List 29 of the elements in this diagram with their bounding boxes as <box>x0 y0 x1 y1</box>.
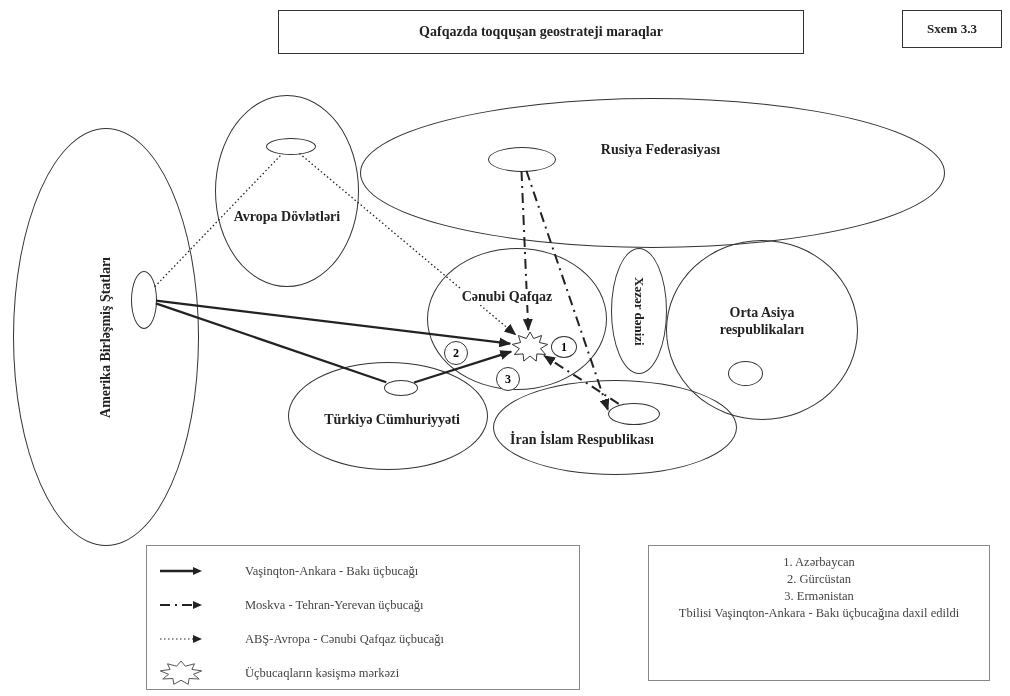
connector-line <box>155 302 387 384</box>
legend-text: Moskva - Tehran-Yerevan üçbucağı <box>245 597 424 613</box>
scheme-number-box: Sxem 3.3 <box>902 10 1002 48</box>
number-circle: 1 <box>551 336 577 358</box>
legend-text: ABŞ-Avropa - Cənubi Qafqaz üçbucağı <box>245 631 444 647</box>
region-label: Amerika Birləşmiş Ştatları <box>97 256 114 418</box>
region-label: Avropa Dövlətləri <box>233 208 341 226</box>
note-text: 3. Ermənistan <box>784 587 854 605</box>
title-box: Qafqazda toqquşan geostrateji maraqlar <box>278 10 804 54</box>
starburst-icon <box>511 331 549 363</box>
region-label: Cənubi Qafqaz <box>459 288 555 306</box>
region-label: Orta Asiya respublikaları <box>718 305 806 339</box>
region-label: Türkiyə Cümhuriyyəti <box>324 411 460 429</box>
legend-text: Vaşinqton-Ankara - Bakı üçbucağı <box>245 563 419 579</box>
note-text: 2. Gürcüstan <box>787 570 851 588</box>
arrow <box>543 354 620 405</box>
arrow <box>525 169 610 411</box>
arrow <box>155 299 512 348</box>
arrow <box>520 170 533 331</box>
number-circle: 2 <box>444 341 468 365</box>
note-text: Tbilisi Vaşinqton-Ankara - Bakı üçbucağına daxil edildi <box>678 604 960 622</box>
region-label: İran İslam Respublikası <box>510 432 654 449</box>
legend-text: Üçbucaqların kəsişmə mərkəzi <box>245 665 400 681</box>
number-circle: 3 <box>496 367 520 391</box>
region-label: Rusiya Federasiyası <box>600 141 721 159</box>
region-label: Xəzər dənizi <box>631 276 647 346</box>
arrow <box>298 152 517 336</box>
note-text: 1. Azərbaycan <box>783 554 855 571</box>
arrow <box>413 350 513 384</box>
